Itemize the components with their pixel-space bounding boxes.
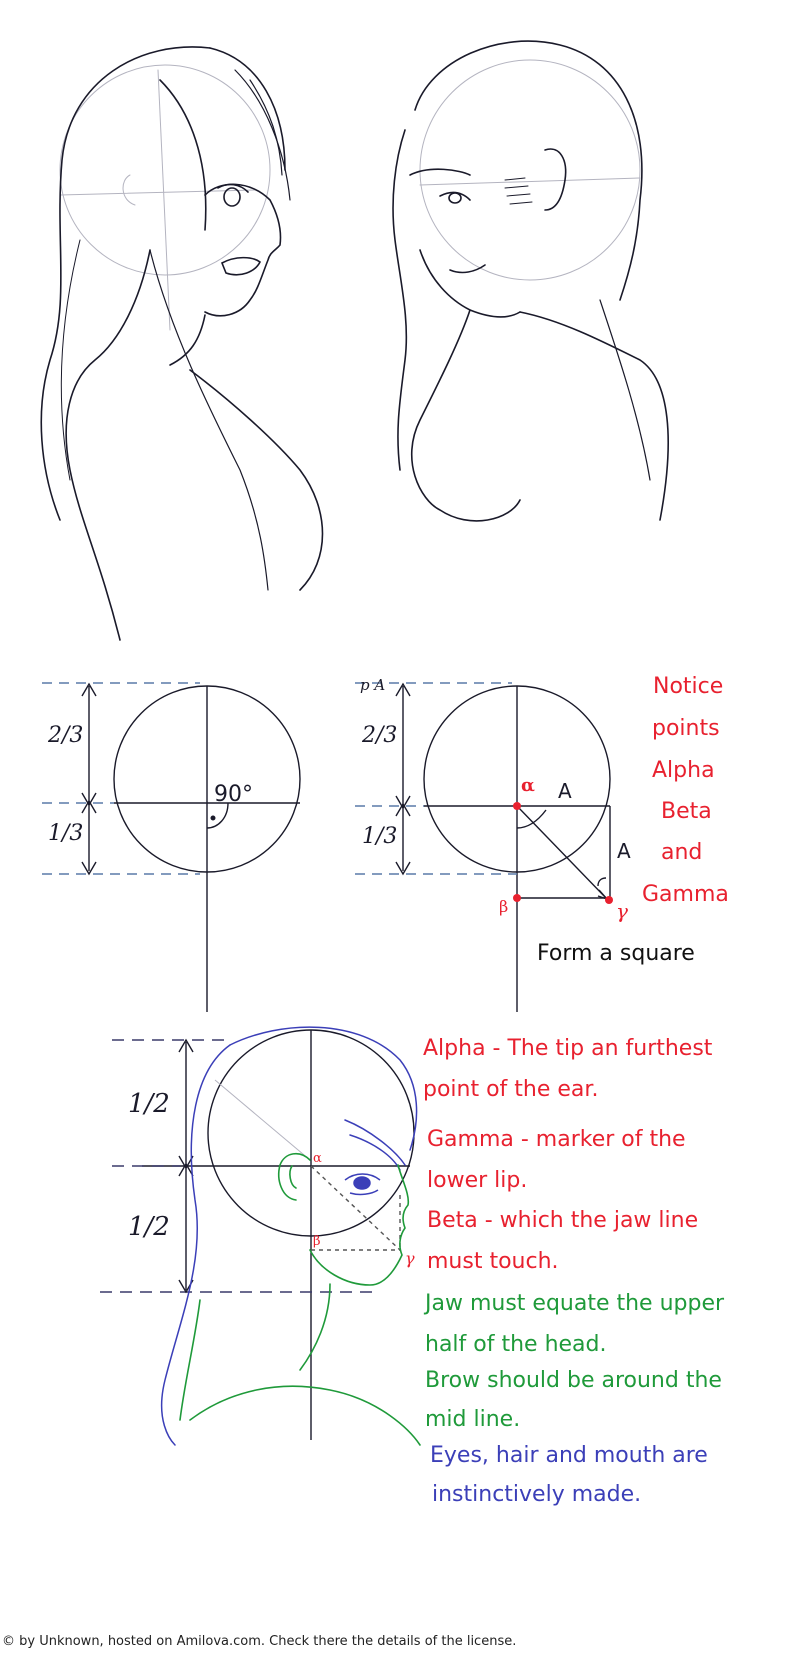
side-a-vertical: A <box>617 839 631 863</box>
proportion-diagram-left <box>42 682 301 1012</box>
alpha-point <box>513 802 521 810</box>
notice-line-5: and <box>661 840 703 865</box>
half-bottom-label: 1/2 <box>128 1212 170 1242</box>
hair-outline <box>160 1026 418 1446</box>
alpha-symbol: α <box>521 775 535 796</box>
note-blue-2: instinctively made. <box>432 1482 642 1507</box>
note-red-1: Alpha - The tip an furthest <box>423 1036 713 1061</box>
bottom-beta-symbol: β <box>313 1234 321 1249</box>
jaw-neck-outline <box>179 1152 421 1446</box>
half-top-label: 1/2 <box>128 1089 170 1119</box>
angle-label: 90° <box>214 782 253 807</box>
note-red-2: point of the ear. <box>423 1077 599 1102</box>
beta-point <box>513 894 521 902</box>
bottom-alpha-symbol: α <box>313 1151 322 1166</box>
notice-line-3: Alpha <box>652 758 715 783</box>
note-red-6: must touch. <box>427 1249 559 1274</box>
notice-line-6: Gamma <box>642 882 729 907</box>
notice-line-4: Beta <box>661 799 712 824</box>
right-fraction-bottom: 1/3 <box>362 824 397 849</box>
square-caption: Form a square <box>537 941 695 966</box>
profile-sketch-right <box>392 40 669 522</box>
note-green-4: mid line. <box>425 1407 521 1432</box>
note-green-3: Brow should be around the <box>425 1368 722 1393</box>
copyright-credit: © by Unknown, hosted on Amilova.com. Che… <box>2 1634 517 1649</box>
right-fraction-top: 2/3 <box>361 723 397 748</box>
eye-drawing <box>344 1173 381 1196</box>
note-green-2: half of the head. <box>425 1332 607 1357</box>
beta-symbol: β <box>499 897 508 916</box>
bottom-gamma-symbol: γ <box>405 1249 415 1268</box>
note-red-3: Gamma - marker of the <box>427 1127 686 1152</box>
gamma-point <box>605 896 613 904</box>
left-fraction-bottom: 1/3 <box>48 821 83 846</box>
notice-line-2: points <box>652 716 720 741</box>
top-marker: p A <box>360 676 385 694</box>
note-red-5: Beta - which the jaw line <box>427 1208 699 1233</box>
left-fraction-top: 2/3 <box>47 723 83 748</box>
gamma-symbol: γ <box>616 899 628 923</box>
note-red-4: lower lip. <box>427 1168 528 1193</box>
side-a-horizontal: A <box>558 779 572 803</box>
profile-sketch-left <box>40 46 324 641</box>
notice-line-1: Notice <box>653 674 724 699</box>
note-green-1: Jaw must equate the upper <box>425 1291 725 1316</box>
note-blue-1: Eyes, hair and mouth are <box>430 1443 708 1468</box>
